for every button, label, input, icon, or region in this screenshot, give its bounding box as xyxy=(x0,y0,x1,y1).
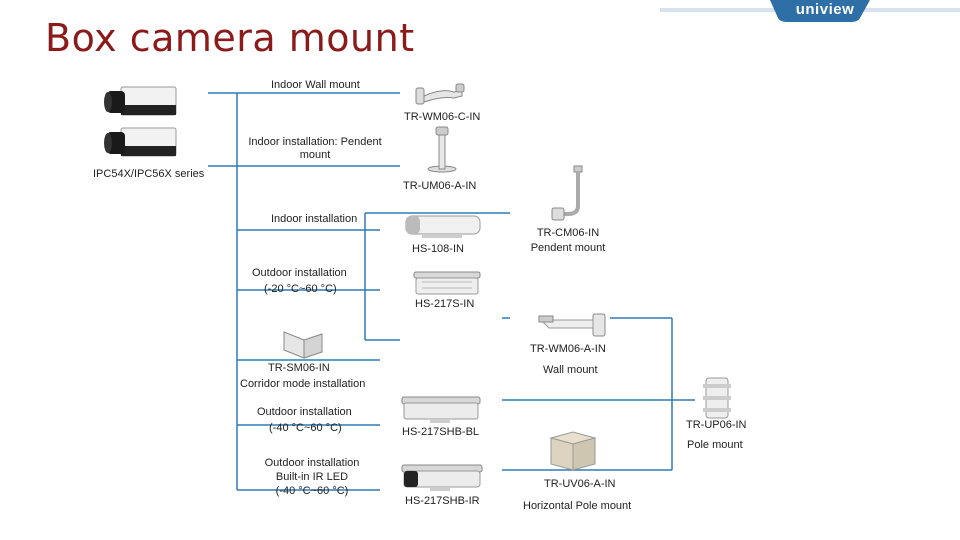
label-outdoor-ir-line2: Built-in IR LED xyxy=(275,471,349,483)
wall-bracket-icon xyxy=(415,83,465,105)
brand-logo: uniview xyxy=(795,1,855,18)
label-tr-up06-model: TR-UP06-IN xyxy=(686,419,747,431)
corridor-bracket-icon xyxy=(283,331,323,359)
wall-mount-arm-icon xyxy=(538,313,606,337)
label-tr-uv06-a-model: TR-UV06-A-IN xyxy=(544,478,616,490)
label-tr-up06-desc: Pole mount xyxy=(687,439,743,451)
label-tr-um06-a: TR-UM06-A-IN xyxy=(403,180,477,192)
pole-mount-icon xyxy=(703,377,731,419)
box-camera-icon xyxy=(104,86,177,116)
outdoor-housing-bl-icon xyxy=(401,396,481,423)
pendent-pole-icon xyxy=(551,165,583,221)
horizontal-pole-mount-icon xyxy=(549,431,597,471)
outdoor-housing-ir-icon xyxy=(401,464,483,491)
brand-banner xyxy=(660,0,960,22)
label-outdoor-20-line2: (-20 °C~60 °C) xyxy=(264,283,337,295)
label-indoor-pendent-mount: Indoor installation: Pendent mount xyxy=(248,136,382,161)
label-tr-wm06-a-model: TR-WM06-A-IN xyxy=(530,343,606,355)
slide-title: Box camera mount xyxy=(45,16,415,60)
label-hs-217shb-ir: HS-217SHB-IR xyxy=(405,495,480,507)
label-indoor-installation: Indoor installation xyxy=(271,213,358,225)
label-outdoor-40-line2: (-40 °C~60 °C) xyxy=(269,422,342,434)
label-hs-217shb-bl: HS-217SHB-BL xyxy=(402,426,480,438)
indoor-housing-icon xyxy=(405,215,481,238)
label-corridor-model: TR-SM06-IN xyxy=(268,362,330,374)
label-tr-wm06-a-desc: Wall mount xyxy=(543,364,598,376)
label-tr-uv06-a-desc: Horizontal Pole mount xyxy=(523,500,632,512)
label-outdoor-20-line1: Outdoor installation xyxy=(252,267,347,279)
label-tr-cm06-desc: Pendent mount xyxy=(530,242,606,254)
camera-series-label: IPC54X/IPC56X series xyxy=(93,168,205,180)
label-hs-108: HS-108-IN xyxy=(412,243,464,255)
label-outdoor-40-line1: Outdoor installation xyxy=(257,406,352,418)
label-outdoor-ir-line3: (-40 °C~60 °C) xyxy=(275,485,349,497)
label-indoor-wall-mount: Indoor Wall mount xyxy=(271,79,360,91)
label-corridor-desc: Corridor mode installation xyxy=(240,378,366,390)
label-tr-wm06-c: TR-WM06-C-IN xyxy=(404,111,481,123)
label-tr-cm06-model: TR-CM06-IN xyxy=(536,227,600,239)
pendent-bracket-icon xyxy=(427,126,457,173)
box-camera-icon xyxy=(104,127,177,157)
label-hs-217s: HS-217S-IN xyxy=(415,298,475,310)
label-outdoor-ir-line1: Outdoor installation xyxy=(264,457,360,469)
outdoor-housing-icon xyxy=(413,271,481,295)
